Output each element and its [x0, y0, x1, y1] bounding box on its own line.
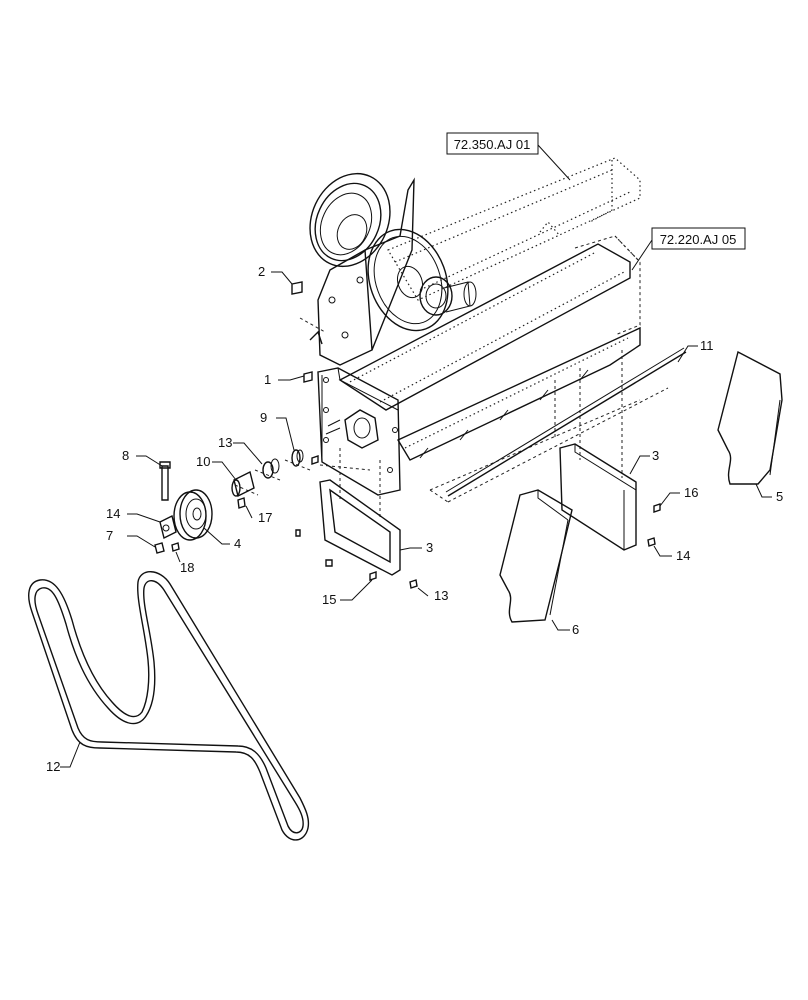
side-guard-6 — [499, 489, 573, 623]
callout-12: 10 — [196, 454, 210, 469]
callout-3-right: 3 — [652, 448, 659, 463]
rod-part-7 — [445, 347, 687, 497]
callout-5: 5 — [776, 489, 783, 504]
callout-2: 2 — [258, 264, 265, 279]
drive-pulley-assembly — [309, 172, 477, 366]
upper-frame-rail — [387, 157, 641, 301]
callout-6: 6 — [572, 622, 579, 637]
reference-label: 72.350.AJ 01 — [454, 137, 531, 152]
reference-label: 72.220.AJ 05 — [660, 232, 737, 247]
drive-belt-8 — [28, 571, 310, 841]
leader-lines — [60, 144, 772, 768]
callout-11: 9 — [260, 410, 267, 425]
callout-8: 12 — [46, 759, 60, 774]
cover-panel-right — [559, 443, 661, 551]
callout-16: 14 — [106, 506, 120, 521]
callout-17: 17 — [258, 510, 272, 525]
callout-15: 13 — [218, 435, 232, 450]
callout-labels: 2 1 9 13 10 8 14 7 18 17 4 3 13 15 3 14 … — [46, 264, 783, 774]
side-guard-5 — [717, 350, 783, 485]
construction-lines — [234, 317, 669, 520]
callout-9: 8 — [122, 448, 129, 463]
cover-panel-left — [319, 479, 418, 589]
callout-14-right: 16 — [684, 485, 698, 500]
callout-4: 4 — [234, 536, 241, 551]
callout-13-left: 13 — [434, 588, 448, 603]
callout-7: 11 — [700, 338, 714, 353]
main-housing — [317, 235, 641, 496]
callout-14-left: 15 — [322, 592, 336, 607]
callout-1: 1 — [264, 372, 271, 387]
callout-10: 7 — [106, 528, 113, 543]
callout-3-left: 3 — [426, 540, 433, 555]
shaft-components — [154, 281, 319, 554]
callout-13-right: 14 — [676, 548, 690, 563]
reference-box-72-220: 72.220.AJ 05 — [651, 227, 746, 250]
callout-18: 18 — [180, 560, 194, 575]
reference-box-72-350: 72.350.AJ 01 — [446, 132, 539, 155]
